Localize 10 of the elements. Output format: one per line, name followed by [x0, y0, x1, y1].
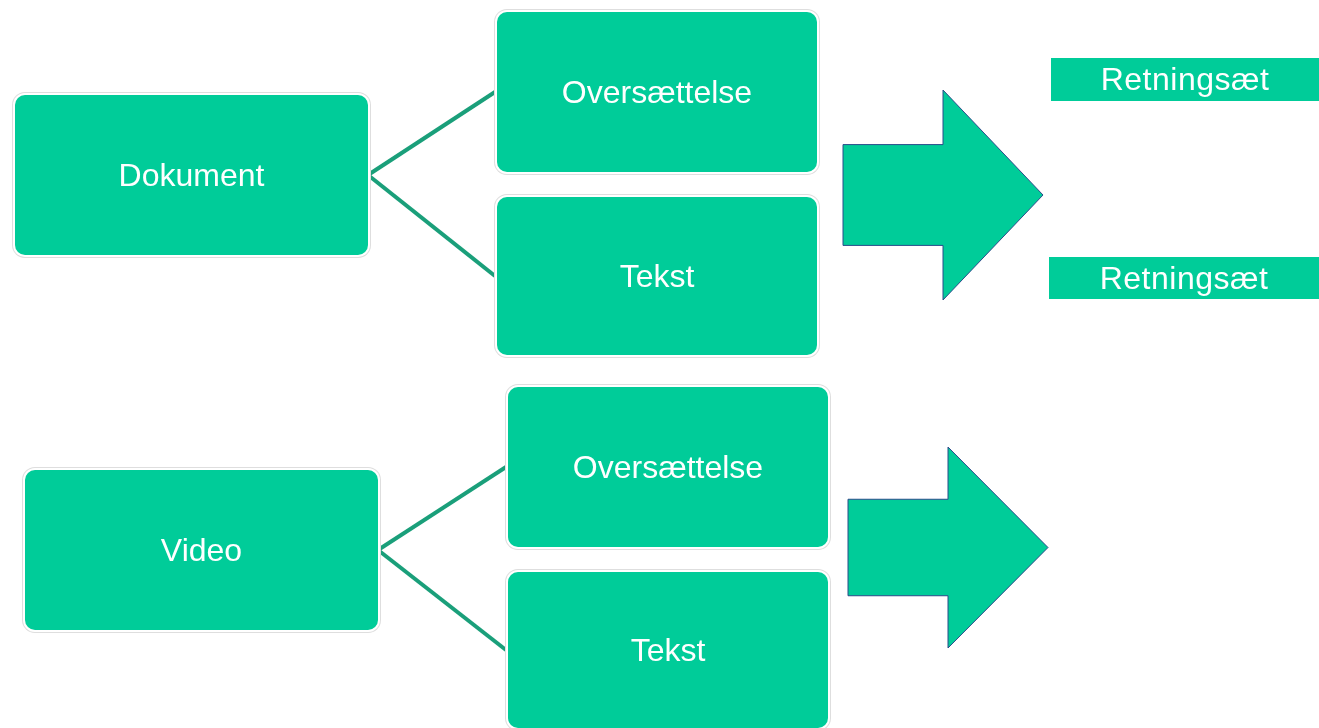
text-band: Retningsæt [1049, 257, 1319, 299]
process-box: Oversættelse [508, 387, 828, 547]
process-box: Tekst [508, 572, 828, 728]
block-arrow [848, 447, 1048, 648]
process-box: Tekst [497, 197, 817, 355]
process-box: Oversættelse [497, 12, 817, 172]
process-box: Video [25, 470, 378, 630]
text-band: Retningsæt [1051, 58, 1319, 101]
process-box: Dokument [15, 95, 368, 255]
block-arrow [843, 90, 1043, 300]
